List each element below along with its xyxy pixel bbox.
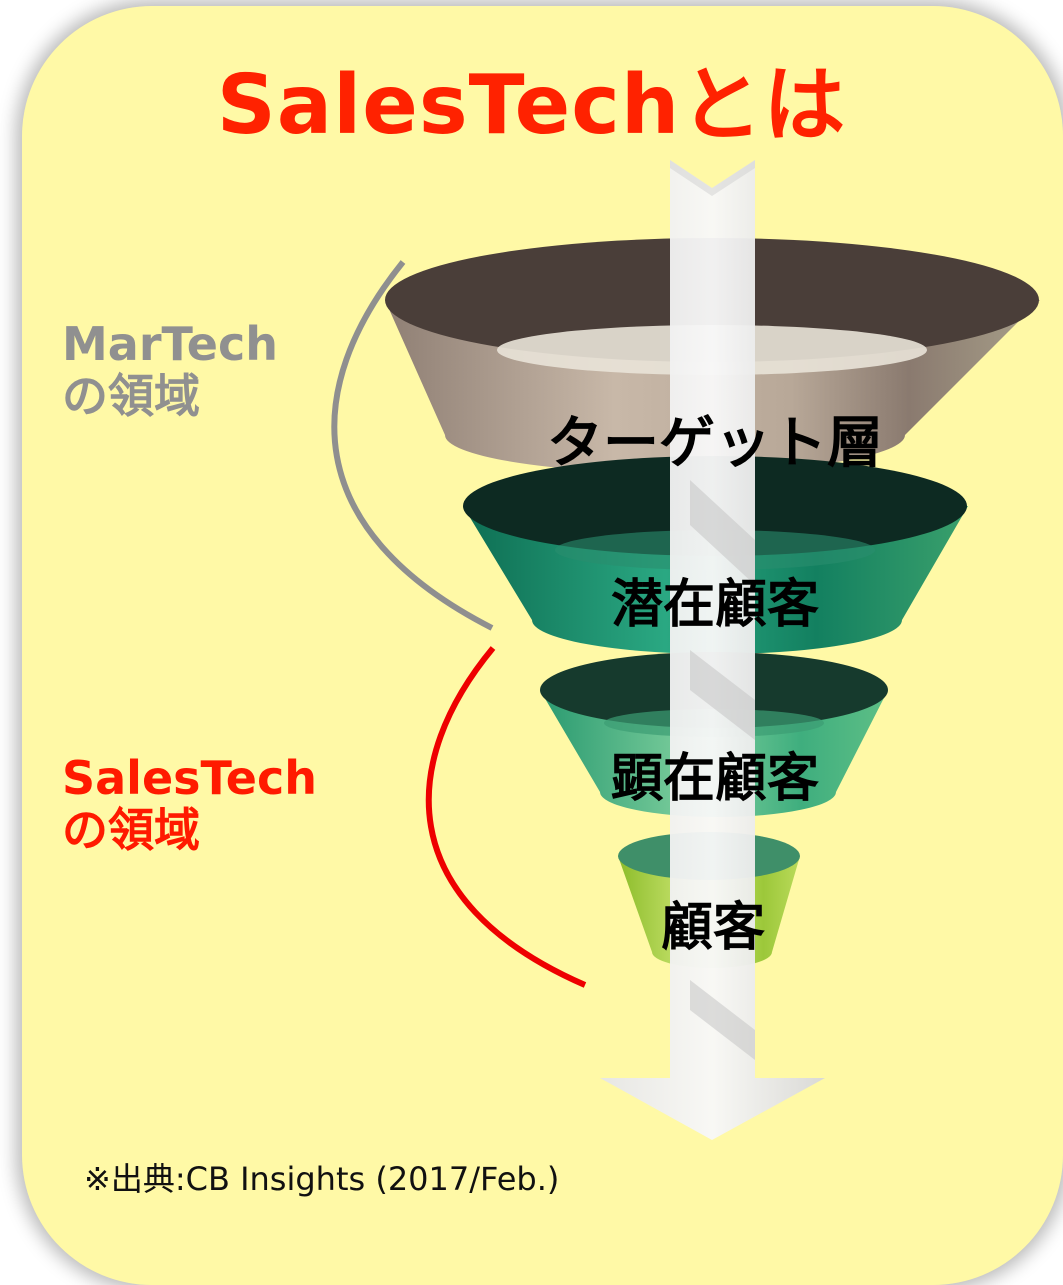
stage-label-customer: 顧客 — [660, 898, 765, 958]
salestech-label-line2: の領域 — [62, 803, 200, 857]
card-background — [22, 6, 1063, 1285]
page-title: SalesTechとは — [216, 58, 847, 153]
salestech-bracket — [425, 646, 587, 988]
down-arrow-icon — [600, 160, 825, 1140]
source-note: ※出典:CB Insights (2017/Feb.) — [84, 1160, 560, 1198]
martech-label: MarTech の領域 — [62, 318, 278, 422]
stage-label-visible: 顕在顧客 — [610, 749, 819, 809]
martech-label-line2: の領域 — [62, 369, 200, 423]
stage-label-target: ターゲット層 — [547, 411, 883, 476]
salestech-label: SalesTech の領域 — [62, 752, 317, 856]
martech-label-line1: MarTech — [62, 317, 278, 371]
stage-label-latent: 潜在顧客 — [610, 575, 819, 635]
salestech-label-line1: SalesTech — [62, 751, 317, 805]
martech-bracket — [331, 260, 494, 631]
